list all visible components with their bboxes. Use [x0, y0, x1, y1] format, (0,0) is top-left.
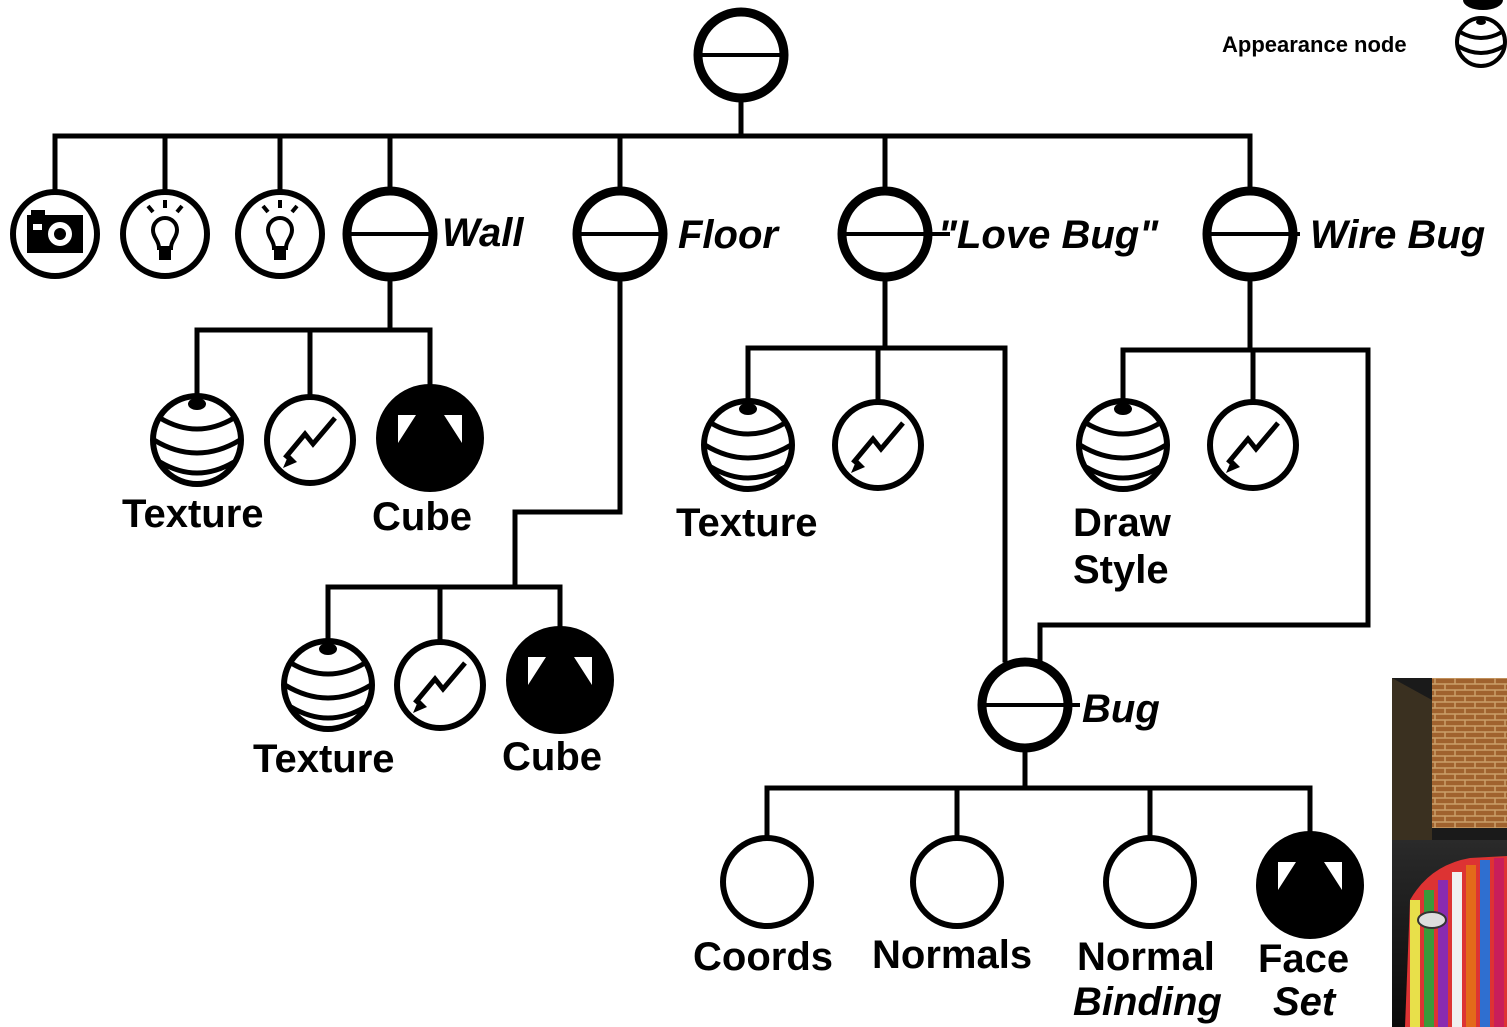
appearance-sphere-icon [1457, 18, 1505, 66]
appearance-sphere-icon [1079, 401, 1167, 489]
wall-label: Wall [442, 211, 524, 255]
shape-icon [1256, 831, 1364, 939]
camera-icon [13, 192, 97, 276]
rendered-scene-thumbnail [1392, 678, 1507, 1027]
appearance-sphere-icon [704, 401, 792, 489]
transform-arrow-icon [267, 397, 353, 483]
edge-wall-children [197, 280, 430, 395]
bug-label: Bug [1082, 687, 1160, 731]
lovebug-texture-label: Texture [676, 501, 818, 545]
legend-appearance-label: Appearance node [1222, 32, 1407, 57]
bug-group-node [982, 662, 1080, 748]
wirebug-label: Wire Bug [1310, 213, 1485, 257]
appearance-sphere-icon [153, 396, 241, 484]
property-node-icon [913, 838, 1001, 926]
lovebug-group-node [842, 191, 950, 277]
edge-bug-children [767, 750, 1310, 838]
coords-label: Coords [693, 935, 833, 979]
normal-binding-label-line1: Normal [1077, 935, 1215, 979]
transform-arrow-icon [1210, 402, 1296, 488]
floor-group-node [577, 191, 663, 277]
transform-arrow-icon [835, 402, 921, 488]
lovebug-label: "Love Bug" [938, 213, 1159, 257]
wirebug-group-node [1207, 191, 1300, 277]
legend: Appearance node [1222, 0, 1505, 66]
wall-group-node [347, 191, 433, 277]
drawstyle-label-line2: Style [1073, 548, 1169, 592]
floor-texture-label: Texture [253, 737, 395, 781]
edge-top-drops [55, 136, 1250, 188]
face-set-label-line2: Set [1273, 980, 1337, 1024]
light-bulb-icon [238, 192, 322, 276]
property-node-icon [1106, 838, 1194, 926]
light-bulb-icon [123, 192, 207, 276]
property-node-icon [723, 838, 811, 926]
normal-binding-label-line2: Binding [1073, 980, 1222, 1024]
shape-icon [376, 384, 484, 492]
drawstyle-label-line1: Draw [1073, 501, 1172, 545]
wall-cube-label: Cube [372, 495, 472, 539]
shape-icon [506, 626, 614, 734]
floor-label: Floor [678, 213, 780, 257]
face-set-label-line1: Face [1258, 937, 1349, 981]
floor-cube-label: Cube [502, 735, 602, 779]
appearance-sphere-icon [284, 641, 372, 729]
root-group-node [698, 12, 784, 98]
normals-label: Normals [872, 933, 1032, 977]
legend-partial-icon [1463, 0, 1503, 10]
wall-texture-label: Texture [122, 492, 264, 536]
transform-arrow-icon [397, 642, 483, 728]
